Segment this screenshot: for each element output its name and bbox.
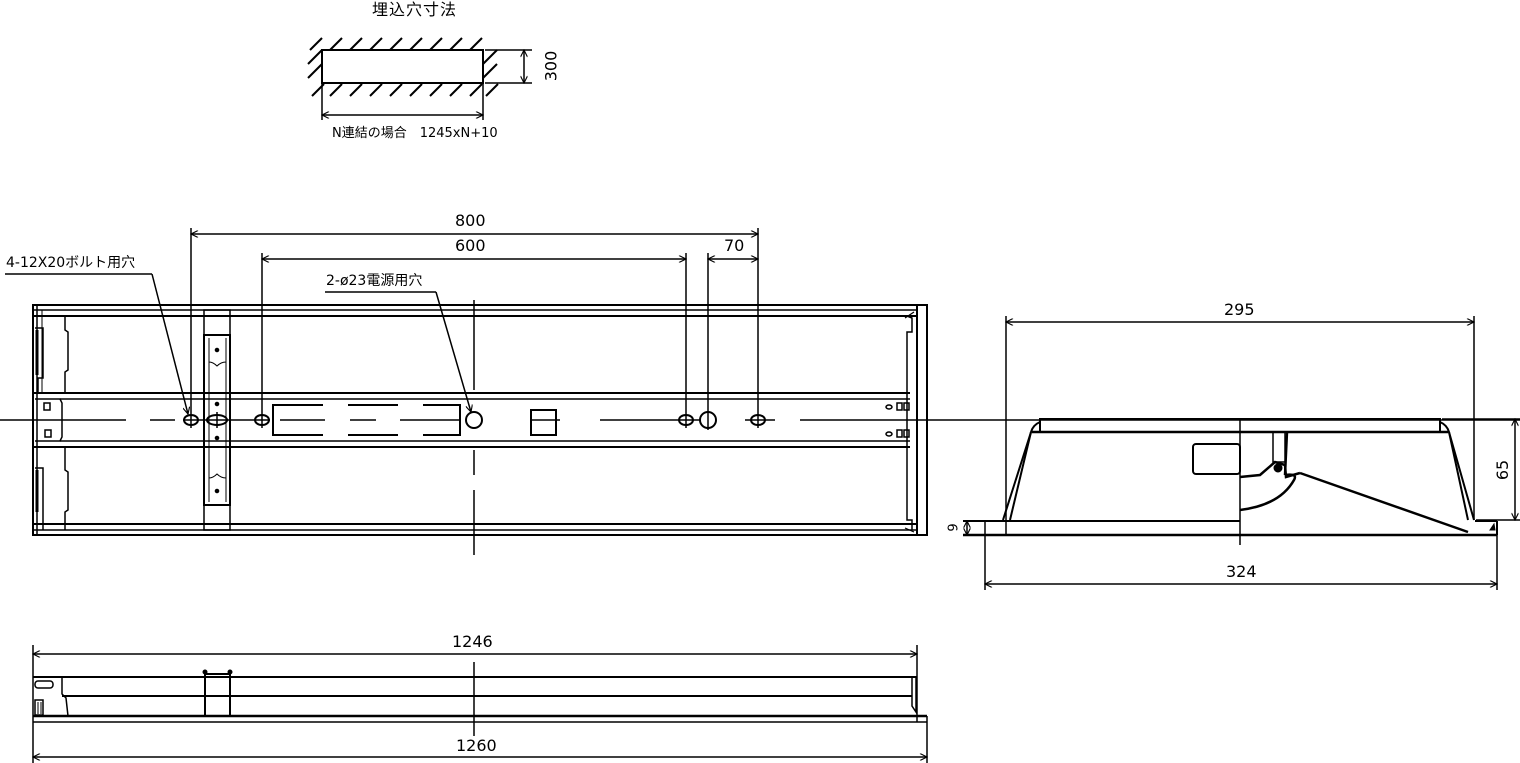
dim-flange-value: 9: [946, 523, 962, 532]
cutout-diagram: [307, 37, 532, 120]
cutout-height-dim: 300: [536, 51, 566, 82]
dim-top-width: 295: [1224, 300, 1255, 319]
cutout-title: 埋込穴寸法: [372, 0, 458, 19]
side-view: [33, 645, 927, 763]
dim-power-hole-spacing: 600: [455, 236, 486, 255]
dim-bottom-width: 324: [1226, 562, 1257, 581]
section-view: [963, 316, 1520, 590]
plan-view: [0, 228, 1520, 555]
dim-bolt-spacing: 800: [455, 211, 486, 230]
callout-bolt-holes: 4-12X20ボルト用穴: [6, 255, 136, 271]
cutout-height-value: 300: [541, 50, 561, 82]
dim-overall-length: 1260: [456, 736, 497, 755]
dim-flange: 9: [946, 521, 962, 534]
dim-height-value: 65: [1493, 459, 1513, 481]
cutout-width-formula: N連結の場合 1245xN+10: [332, 126, 498, 141]
callout-power-holes: 2-ø23電源用穴: [326, 273, 423, 289]
dim-body-length: 1246: [452, 632, 493, 651]
dim-height: 65: [1493, 459, 1513, 481]
dim-offset: 70: [724, 236, 745, 255]
